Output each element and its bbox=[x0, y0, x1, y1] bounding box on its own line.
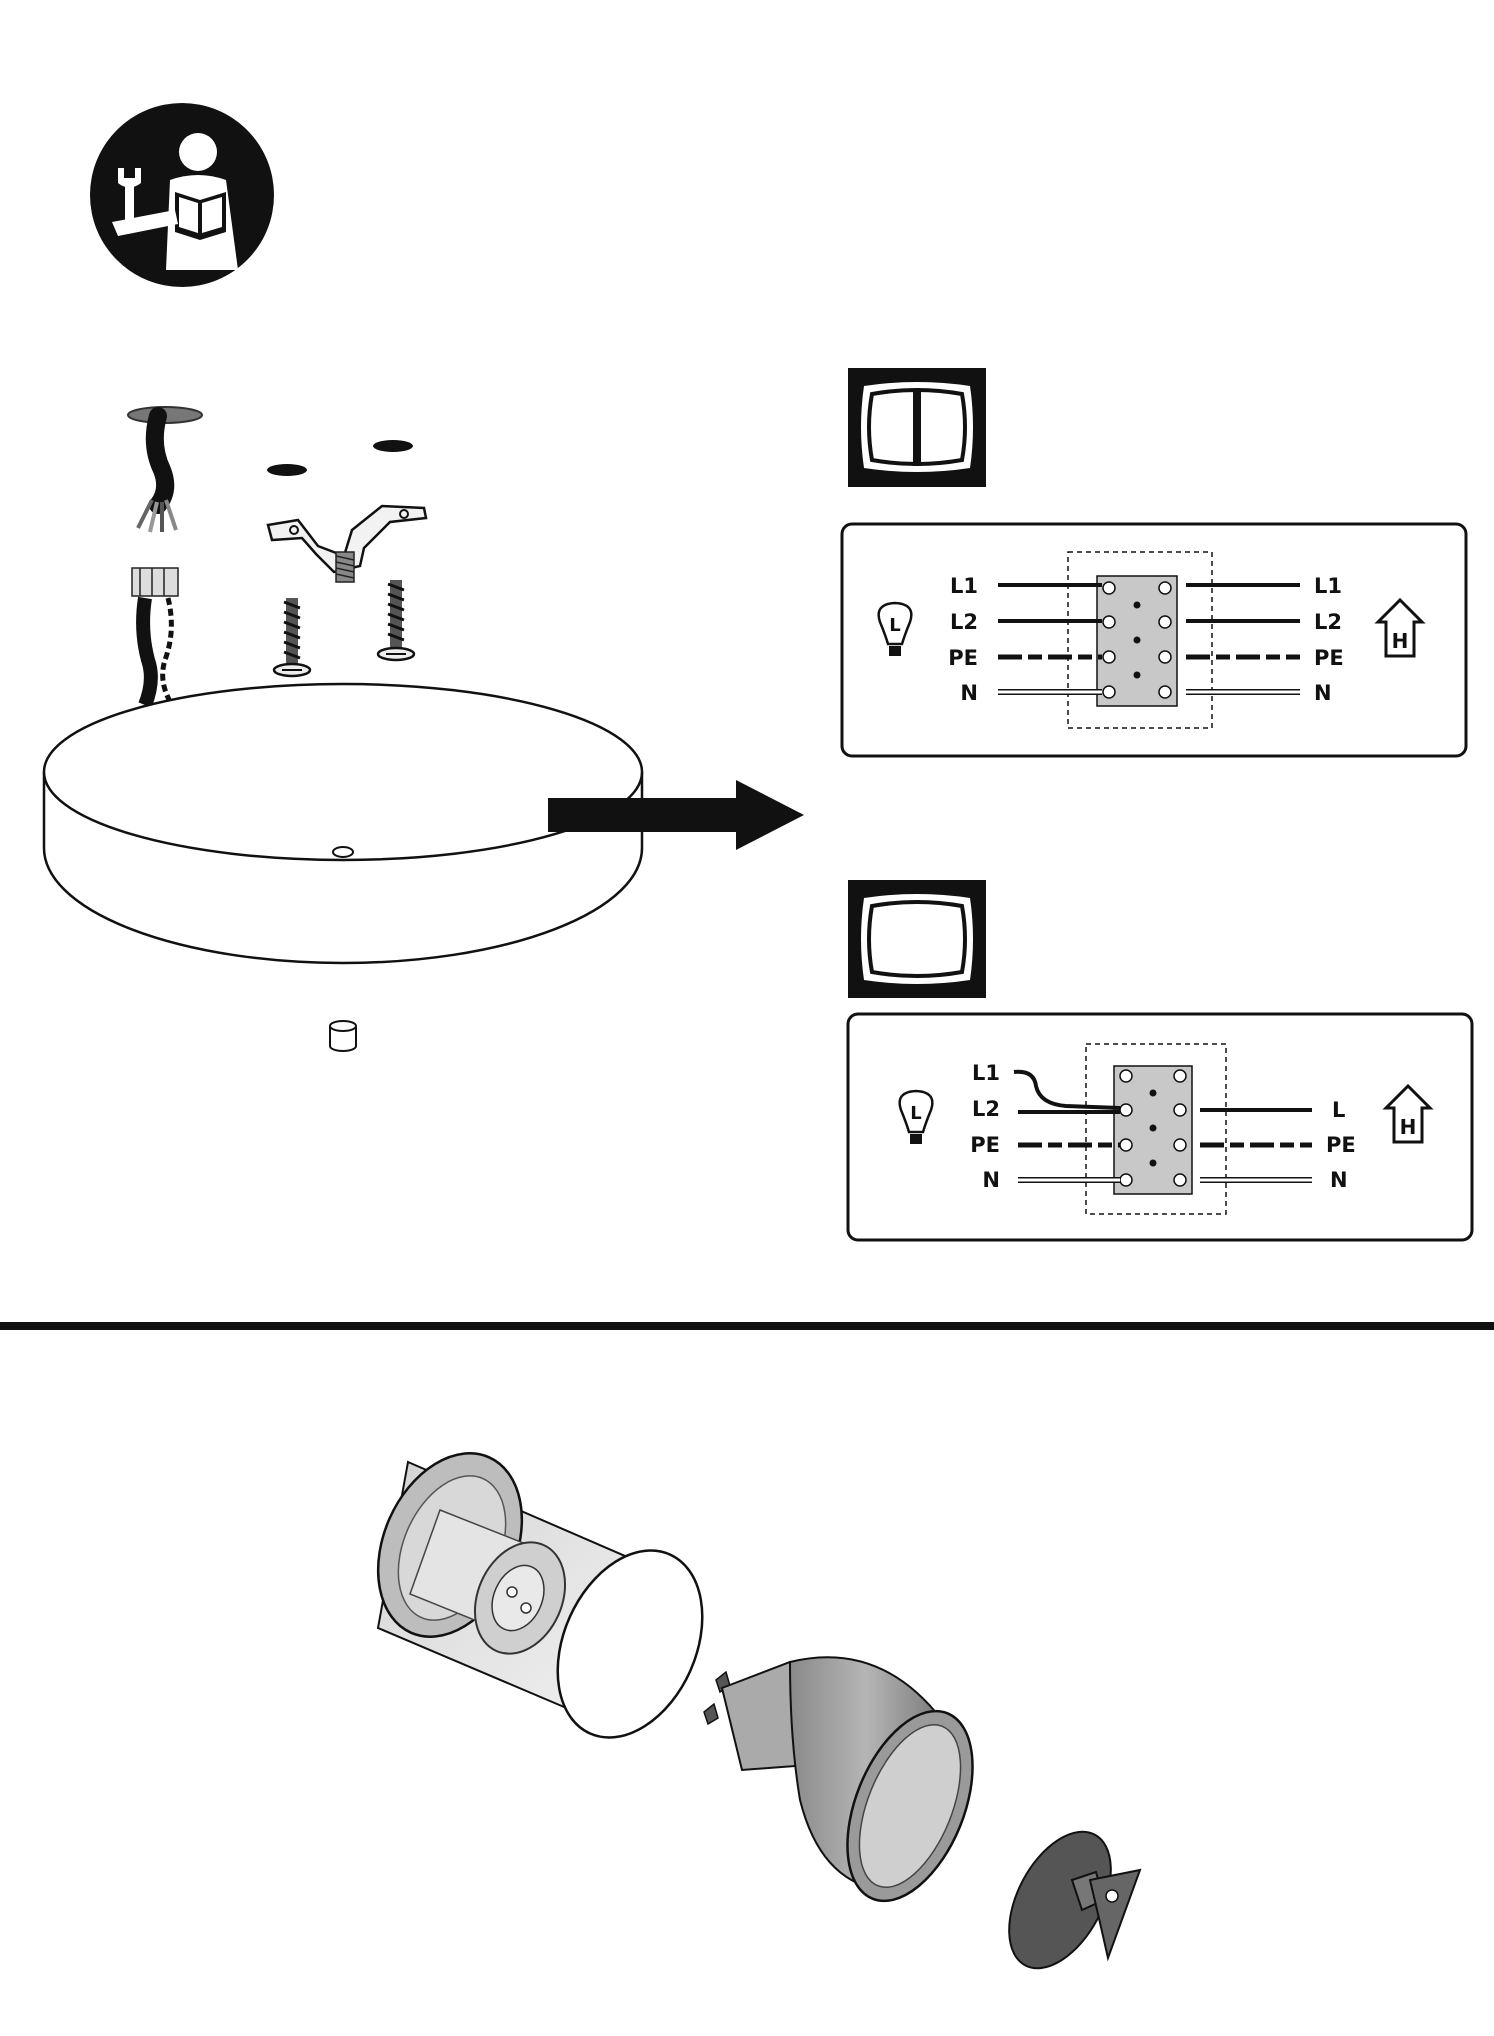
bulb-installation-view bbox=[376, 1452, 1142, 1970]
mounting-exploded-view bbox=[42, 406, 804, 1052]
left-label-4: N bbox=[982, 1168, 1000, 1192]
svg-text:L: L bbox=[910, 1103, 921, 1124]
house-icon: H bbox=[1374, 597, 1426, 658]
left-label-1: L1 bbox=[950, 574, 978, 598]
svg-text:H: H bbox=[1400, 1115, 1417, 1139]
left-label-1: L1 bbox=[972, 1061, 1000, 1085]
lamp-icon: L bbox=[898, 1089, 934, 1144]
arrow-icon bbox=[548, 780, 804, 850]
right-label-1: L bbox=[1332, 1098, 1345, 1122]
right-label-2: L2 bbox=[1314, 610, 1342, 634]
lamp-shade-cylinder bbox=[376, 1452, 704, 1739]
right-label-4: N bbox=[1314, 681, 1332, 705]
terminal-screws bbox=[1119, 1069, 1187, 1187]
left-label-2: L2 bbox=[950, 610, 978, 634]
wiring-diagram-double-switch: L H L1 L2 PE N L bbox=[840, 522, 1468, 758]
screw-left bbox=[272, 598, 312, 678]
right-label-3: PE bbox=[1314, 646, 1344, 670]
retaining-clip bbox=[1008, 1830, 1142, 1970]
right-label-1: L1 bbox=[1314, 574, 1342, 598]
svg-text:H: H bbox=[1392, 629, 1409, 653]
left-label-2: L2 bbox=[972, 1097, 1000, 1121]
svg-text:L: L bbox=[889, 615, 900, 636]
right-label-2: PE bbox=[1326, 1133, 1356, 1157]
house-icon: H bbox=[1382, 1083, 1434, 1144]
read-manual-icon bbox=[90, 103, 274, 287]
screw-right bbox=[376, 580, 416, 662]
gu10-bulb bbox=[703, 1656, 974, 1903]
left-label-3: PE bbox=[948, 646, 978, 670]
terminal-screws bbox=[1102, 581, 1172, 699]
left-label-4: N bbox=[960, 681, 978, 705]
section-divider bbox=[0, 1322, 1494, 1330]
lamp-icon: L bbox=[877, 601, 913, 656]
right-label-3: N bbox=[1330, 1168, 1348, 1192]
single-switch-icon bbox=[848, 880, 986, 998]
left-label-3: PE bbox=[970, 1133, 1000, 1157]
double-switch-icon bbox=[848, 368, 986, 487]
wiring-diagram-single-switch: L H L1 L2 PE N L PE N bbox=[846, 1012, 1474, 1242]
